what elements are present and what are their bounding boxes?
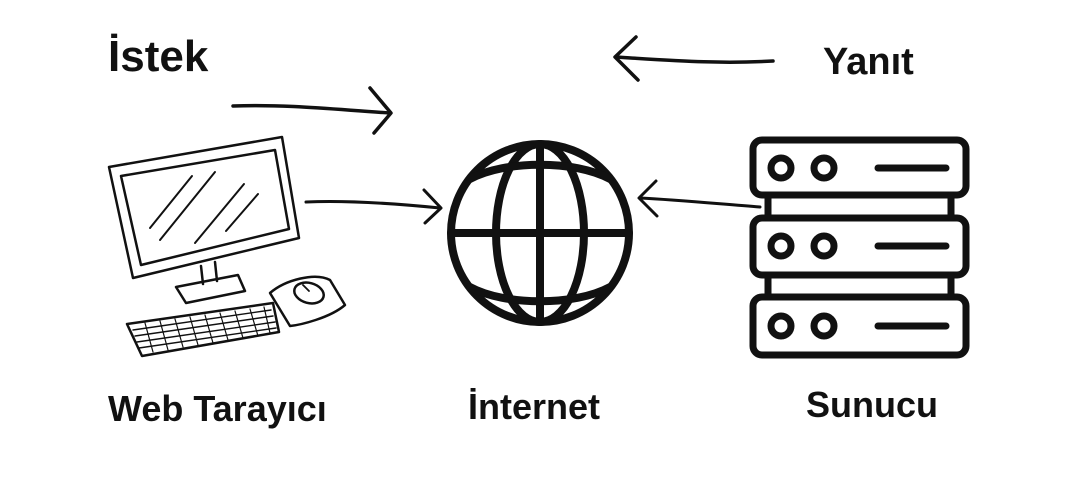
browser-to-internet-arrow (304, 188, 443, 225)
browser-label: Web Tarayıcı (108, 388, 327, 429)
response-label: Yanıt (823, 41, 914, 83)
server-to-internet-arrow (637, 179, 762, 218)
globe-icon (447, 140, 633, 326)
server-label: Sunucu (806, 384, 938, 425)
internet-label: İnternet (468, 386, 601, 427)
server-rack-icon (749, 136, 970, 359)
response-arrow (613, 35, 775, 82)
desktop-computer-icon (107, 135, 347, 358)
request-label: İstek (108, 32, 209, 81)
request-arrow (231, 86, 393, 135)
